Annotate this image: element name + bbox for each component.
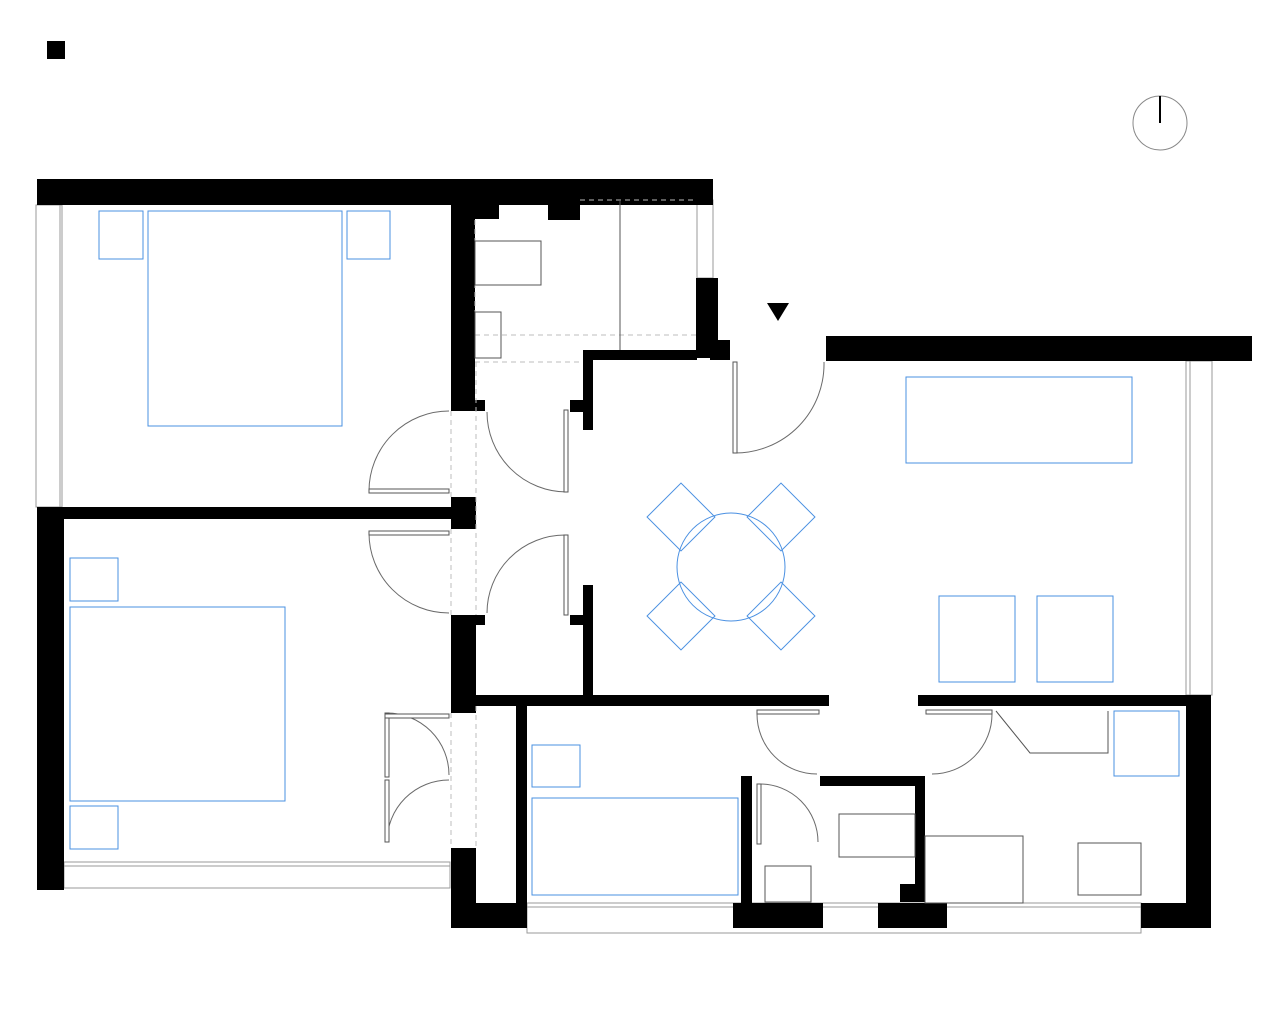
sofa	[905, 376, 1133, 464]
nightstand	[346, 210, 391, 260]
dashed-lines	[450, 199, 697, 848]
dining-table	[676, 512, 786, 622]
furniture	[69, 210, 1180, 896]
armchair	[938, 595, 1016, 683]
entrance-triangle-icon	[767, 303, 789, 321]
black-square-icon	[47, 41, 65, 59]
dining-chair	[746, 482, 816, 552]
nightstand	[531, 744, 581, 788]
armchair	[1036, 595, 1114, 683]
dining-chair	[646, 482, 716, 552]
bathroom-fixtures	[474, 200, 621, 359]
dining-chair	[646, 581, 716, 651]
bed	[69, 606, 286, 802]
dining-chair	[746, 581, 816, 651]
doors	[368, 361, 993, 845]
nightstand	[69, 805, 119, 850]
windows	[35, 199, 1213, 934]
bed	[147, 210, 343, 427]
fixtures	[764, 710, 1142, 904]
north-arrow-icon	[1132, 95, 1188, 151]
nightstand	[69, 557, 119, 602]
nightstand	[98, 210, 144, 260]
bed	[531, 797, 739, 896]
walls	[37, 179, 1252, 928]
cabinet	[1113, 710, 1180, 777]
